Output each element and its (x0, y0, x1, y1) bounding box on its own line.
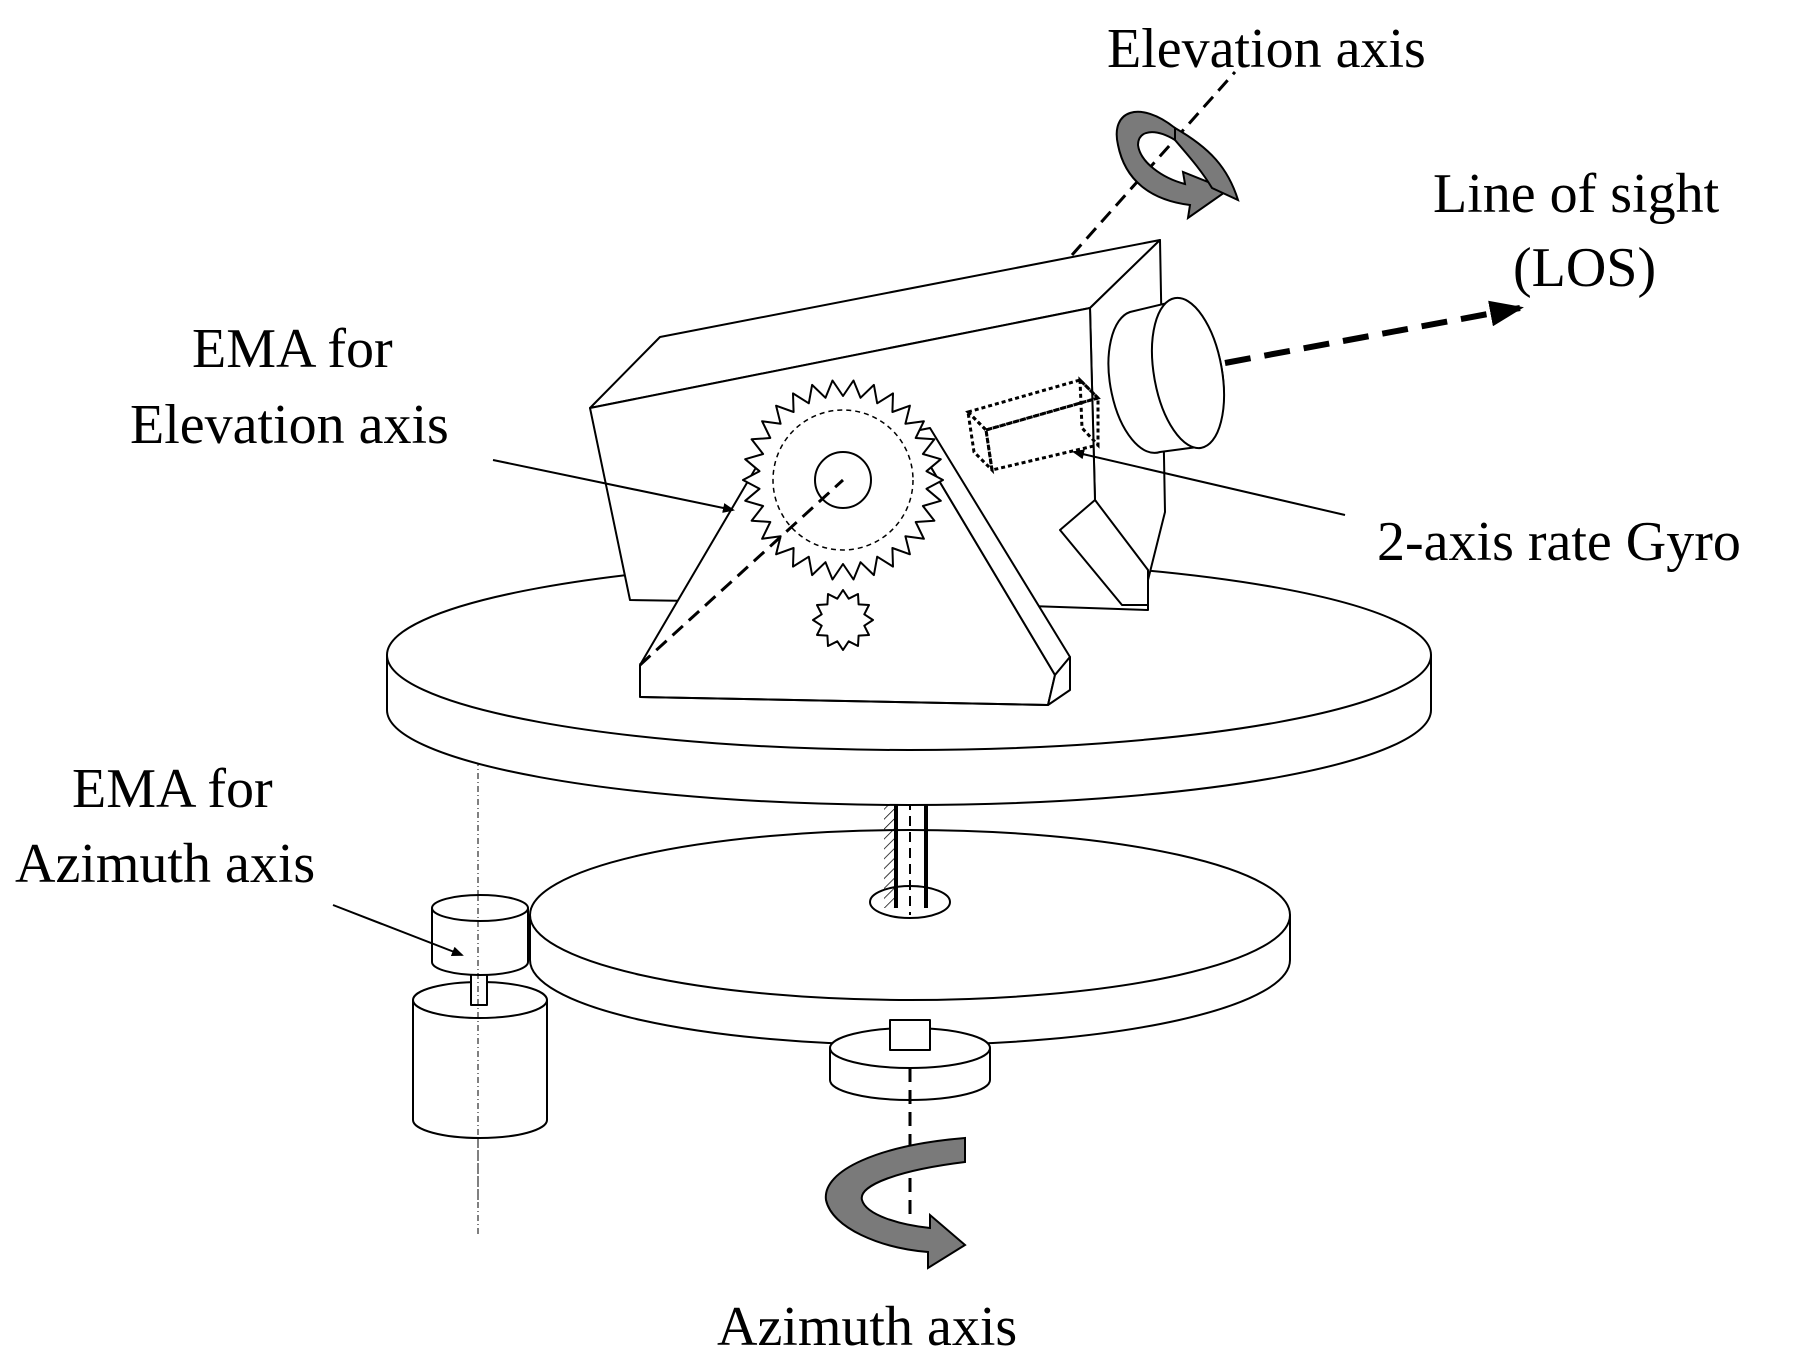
label-ema-elevation-2: Elevation axis (130, 394, 449, 456)
elevation-axis-line-upper (1070, 71, 1237, 256)
label-ema-elevation-1: EMA for (192, 318, 393, 380)
label-los: (LOS) (1513, 237, 1656, 299)
elevation-axis-line (638, 478, 845, 667)
ema-azimuth-motor (412, 894, 548, 1200)
label-ema-azimuth-1: EMA for (72, 758, 273, 820)
elevation-pinion-gear (812, 589, 874, 651)
lower-turntable (529, 829, 1291, 1046)
label-ema-azimuth-2: Azimuth axis (15, 833, 315, 895)
line-of-sight-arrow (1224, 300, 1524, 366)
label-line-of-sight: Line of sight (1433, 163, 1720, 225)
label-azimuth-axis: Azimuth axis (717, 1296, 1017, 1358)
label-gyro: 2-axis rate Gyro (1377, 511, 1741, 573)
vertical-shaft (884, 800, 928, 915)
leader-gyro (1072, 449, 1346, 516)
azimuth-rotation-arrow (824, 1136, 967, 1270)
rate-gyro-box (965, 376, 1101, 475)
leader-ema-azimuth (332, 904, 464, 957)
leader-ema-elevation (492, 459, 735, 513)
label-elevation-axis: Elevation axis (1107, 18, 1426, 80)
elevation-rotation-arrow (1115, 110, 1240, 221)
camera-lens (1107, 296, 1225, 454)
